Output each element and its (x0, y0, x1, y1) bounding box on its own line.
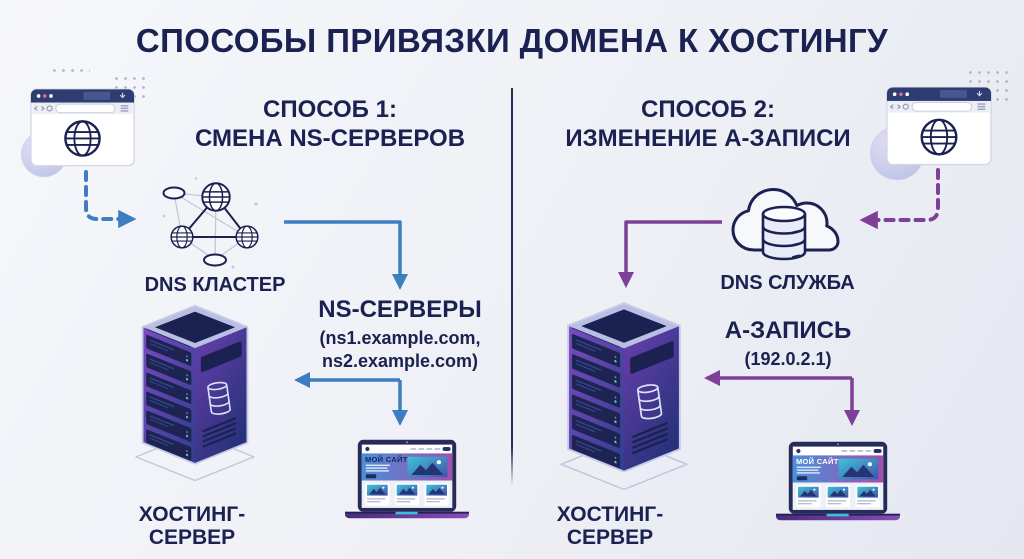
arrow-browser-to-dns-cluster (84, 170, 137, 229)
method2-heading-line2: ИЗМЕНЕНИЕ А-ЗАПИСИ (565, 125, 851, 153)
ns-servers-title: NS-СЕРВЕРЫ (318, 296, 482, 323)
method2-heading: СПОСОБ 2: ИЗМЕНЕНИЕ А-ЗАПИСИ (538, 95, 878, 154)
a-record-title: А-ЗАПИСЬ (724, 317, 852, 344)
laptop-site-title: МОЙ САЙТ (796, 457, 839, 466)
laptop-website-icon (337, 438, 477, 528)
hosting-server-icon (558, 297, 690, 491)
method1-heading-line2: СМЕНА NS-СЕРВЕРОВ (194, 125, 466, 153)
panel-divider (511, 88, 513, 486)
a-record-value: (192.0.2.1) (744, 349, 832, 370)
ns-servers-block: NS-СЕРВЕРЫ (ns1.example.com, ns2.example… (300, 296, 500, 373)
dns-cluster-icon (158, 176, 270, 272)
dot-grid-decoration (50, 66, 90, 75)
method1-heading: СПОСОБ 1: СМЕНА NS-СЕРВЕРОВ (160, 95, 500, 154)
ns-servers-detail-line1: (ns1.example.com, (319, 328, 481, 349)
method1-heading-line1: СПОСОБ 1: (263, 96, 397, 123)
laptop-website-icon (768, 440, 908, 530)
browser-window-icon (30, 88, 135, 167)
dns-service-label: DNS СЛУЖБА (720, 272, 855, 294)
browser-window-icon (886, 86, 992, 166)
hosting-server-label: ХОСТИНГ-СЕРВЕР (138, 503, 246, 550)
hosting-server-label: ХОСТИНГ-СЕРВЕР (556, 503, 664, 550)
ns-servers-detail-line2: ns2.example.com) (321, 351, 479, 372)
dns-cluster-label: DNS КЛАСТЕР (144, 274, 286, 296)
hosting-server-icon (133, 300, 257, 482)
a-record-block: А-ЗАПИСЬ (192.0.2.1) (688, 317, 888, 371)
page-title: СПОСОБЫ ПРИВЯЗКИ ДОМЕНА К ХОСТИНГУ (135, 22, 889, 59)
method2-heading-line1: СПОСОБ 2: (641, 96, 775, 123)
laptop-site-title: МОЙ САЙТ (365, 455, 408, 464)
dns-service-cloud-icon (724, 184, 844, 269)
